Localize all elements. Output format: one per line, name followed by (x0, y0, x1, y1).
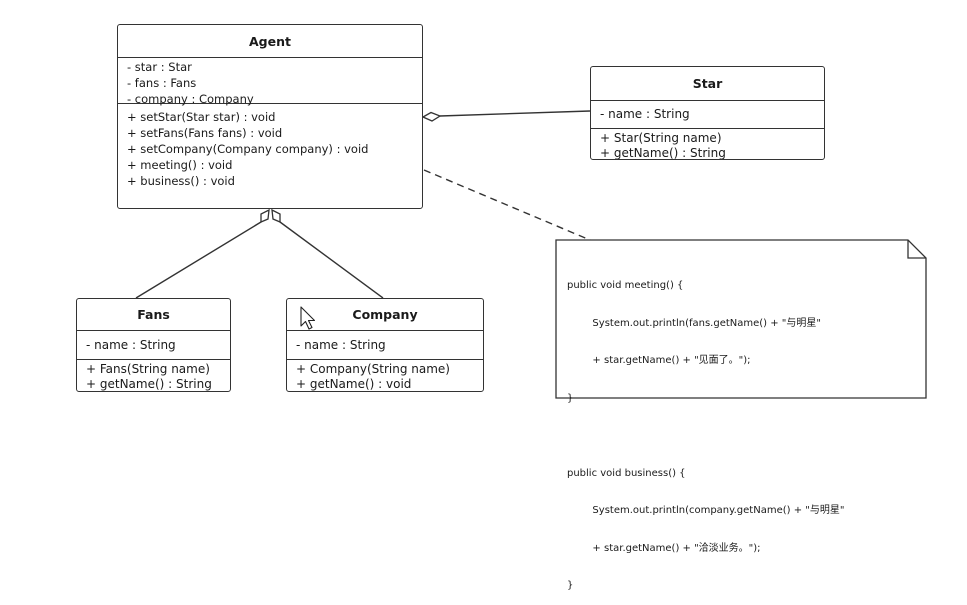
note-link (423, 169, 591, 241)
diagram-canvas (135, 110, 927, 399)
class-fans[interactable]: Fans - name : String + Fans(String name)… (76, 298, 231, 392)
attribute: - fans : Fans (127, 76, 197, 90)
aggregation-diamond (260, 208, 270, 223)
note-line: + star.getName() + "见面了。"); (567, 355, 751, 366)
aggregation-agent-fans (135, 208, 270, 299)
mouse-cursor-icon (300, 306, 316, 330)
class-name: Company (287, 299, 483, 331)
note-line: System.out.println(fans.getName() + "与明星… (567, 317, 822, 329)
class-star[interactable]: Star - name : String + Star(String name)… (590, 66, 825, 160)
attribute: - star : Star (127, 60, 192, 74)
operation: + Star(String name) (600, 131, 722, 145)
operations-section: + setStar(Star star) : void + setFans(Fa… (118, 104, 422, 189)
operation: + getName() : String (86, 377, 212, 391)
attribute: - name : String (600, 107, 690, 121)
attribute: - company : Company (127, 92, 254, 106)
attributes-section: - name : String (591, 101, 824, 129)
class-name: Star (591, 67, 824, 101)
class-name: Agent (118, 25, 422, 58)
class-company[interactable]: Company - name : String + Company(String… (286, 298, 484, 392)
aggregation-diamond (271, 208, 281, 223)
operation: + setFans(Fans fans) : void (127, 126, 283, 140)
operations-section: + Star(String name) + getName() : String (591, 129, 824, 160)
operations-section: + Fans(String name) + getName() : String (77, 360, 230, 391)
operation: + meeting() : void (127, 158, 233, 172)
note-line: } (567, 580, 574, 591)
class-agent[interactable]: Agent - star : Star - fans : Fans - comp… (117, 24, 423, 209)
note-line: } (567, 392, 574, 404)
attributes-section: - star : Star - fans : Fans - company : … (118, 58, 422, 106)
note-line: + star.getName() + "洽淡业务。"); (567, 542, 761, 554)
attribute: - name : String (296, 338, 386, 352)
operation: + getName() : String (600, 146, 726, 160)
operation: + getName() : void (296, 377, 412, 391)
attributes-section: - name : String (77, 331, 230, 360)
note-line: System.out.println(company.getName() + "… (567, 505, 845, 516)
aggregation-diamond (421, 111, 442, 122)
note-line: public void business() { (567, 467, 686, 479)
operation: + Company(String name) (296, 362, 450, 376)
aggregation-agent-company (271, 208, 384, 299)
note-line (567, 430, 926, 443)
note-comment[interactable]: public void meeting() { System.out.print… (556, 240, 926, 591)
attribute: - name : String (86, 338, 176, 352)
note-shape (555, 239, 927, 399)
aggregation-agent-star (421, 110, 591, 122)
note-line: public void meeting() { (567, 280, 684, 291)
operations-section: + Company(String name) + getName() : voi… (287, 360, 483, 391)
class-name: Fans (77, 299, 230, 331)
operation: + setStar(Star star) : void (127, 110, 276, 124)
operation: + Fans(String name) (86, 362, 210, 376)
operation: + setCompany(Company company) : void (127, 142, 369, 156)
operation: + business() : void (127, 174, 235, 188)
attributes-section: - name : String (287, 331, 483, 360)
